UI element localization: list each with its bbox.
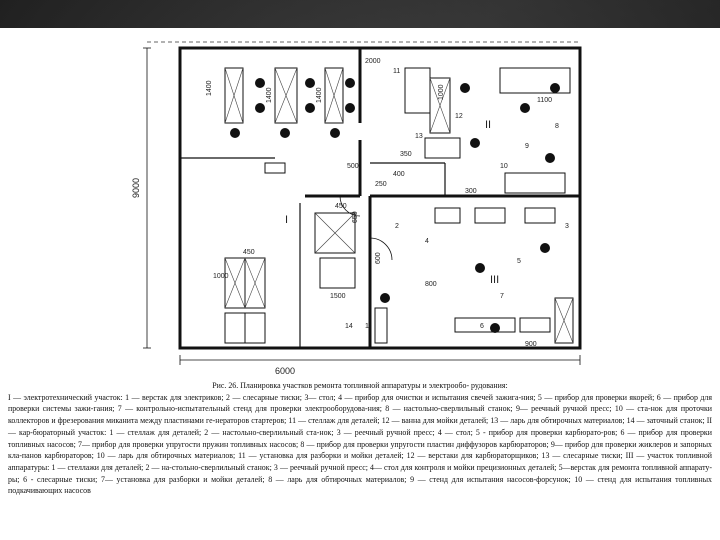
- caption-body: I — электротехнический участок: 1 — верс…: [8, 392, 712, 496]
- item-number: 6: [480, 323, 484, 330]
- dim-1400c: 1400: [316, 87, 323, 103]
- dim-overall-width: 6000: [275, 366, 295, 376]
- item-number: 10: [500, 163, 508, 170]
- dim-250: 250: [375, 181, 387, 188]
- dim-800: 800: [425, 281, 437, 288]
- dim-2000: 2000: [365, 58, 381, 65]
- dim-1400b: 1400: [266, 87, 273, 103]
- dim-450a: 450: [243, 249, 255, 256]
- dim-1000: 1000: [213, 273, 229, 280]
- item-number: 11: [393, 68, 400, 75]
- floor-plan-svg: 9000 6000: [131, 41, 582, 376]
- document-page: 9000 6000: [0, 28, 720, 540]
- room-label-I: I: [285, 214, 288, 226]
- item-number: 9: [525, 143, 529, 150]
- item-number: 1: [365, 323, 369, 330]
- dim-1000b: 1000: [438, 84, 445, 100]
- dim-650: 650: [352, 211, 359, 223]
- dim-300: 300: [465, 188, 477, 195]
- item-number: 14: [345, 323, 353, 330]
- room-label-III: III: [490, 274, 499, 286]
- caption-title: Рис. 26. Планировка участков ремонта топ…: [212, 381, 508, 390]
- item-number: 8: [555, 123, 559, 130]
- room-label-II: II: [485, 119, 491, 131]
- dim-600: 600: [375, 252, 382, 264]
- figure-caption: Рис. 26. Планировка участков ремонта топ…: [8, 380, 712, 497]
- item-number: 3: [565, 223, 569, 230]
- dim-overall-height: 9000: [131, 178, 141, 198]
- item-number: 5: [517, 258, 521, 265]
- floor-plan-drawing: 9000 6000: [125, 28, 595, 380]
- item-number: 2: [395, 223, 399, 230]
- dim-400: 400: [393, 171, 405, 178]
- item-number: 12: [455, 113, 463, 120]
- dim-500: 500: [347, 163, 359, 170]
- dim-900: 900: [525, 341, 537, 348]
- dim-1400a: 1400: [206, 80, 213, 96]
- item-number: 13: [415, 133, 423, 140]
- item-number: 4: [425, 238, 429, 245]
- dim-350: 350: [400, 151, 412, 158]
- dim-1500: 1500: [330, 293, 346, 300]
- dim-1100: 1100: [537, 97, 552, 104]
- item-number: 7: [500, 293, 504, 300]
- dim-450b: 450: [335, 203, 347, 210]
